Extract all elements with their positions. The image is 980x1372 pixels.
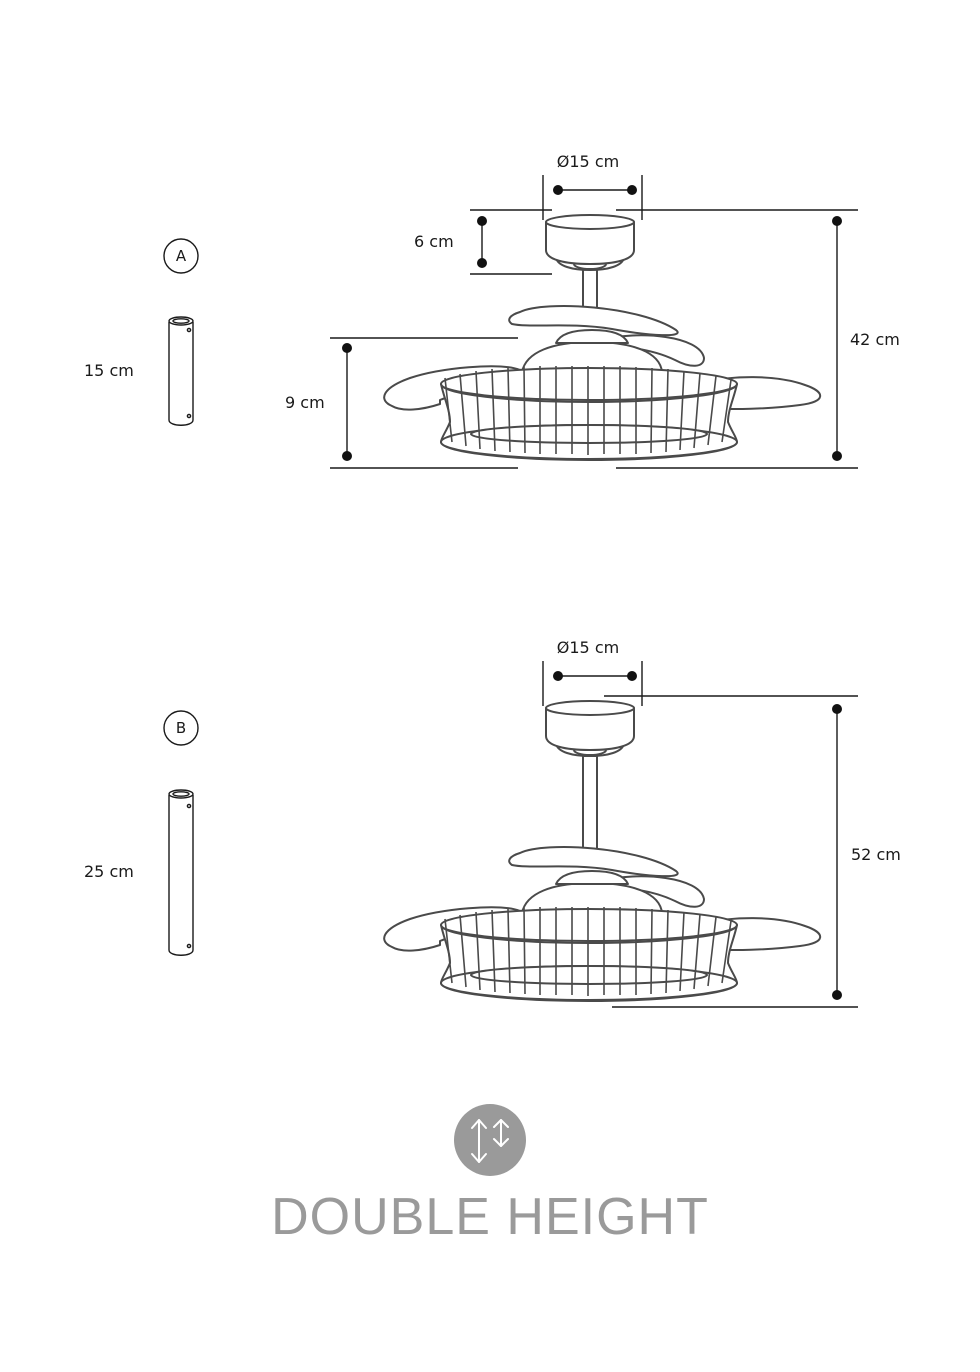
double-height-arrows-icon [454, 1104, 526, 1176]
body-height-a-label: 9 cm [285, 393, 325, 412]
downrod-a [168, 316, 194, 426]
variant-a-letter: A [176, 247, 187, 265]
diameter-b-label: Ø15 cm [557, 638, 619, 657]
canopy-height-dimension-a: 6 cm [414, 209, 552, 275]
double-height-feature: DOUBLE HEIGHT [271, 1104, 709, 1246]
diameter-dimension-b: Ø15 cm [542, 638, 643, 706]
downrod-b [168, 789, 194, 956]
canopy-height-a-label: 6 cm [414, 232, 454, 251]
diameter-a-label: Ø15 cm [557, 152, 619, 171]
variant-b: B 25 cm Ø15 cm [84, 638, 901, 1008]
variant-b-letter: B [176, 719, 186, 737]
variant-a: A 15 cm Ø15 cm [84, 152, 900, 469]
total-height-a-label: 42 cm [850, 330, 900, 349]
total-height-dimension-a: 42 cm [616, 209, 900, 469]
total-height-dimension-b: 52 cm [604, 695, 901, 1008]
fan-drawing-b [383, 700, 822, 1002]
diameter-dimension-a: Ø15 cm [542, 152, 643, 220]
rod-length-b-label: 25 cm [84, 862, 134, 881]
variant-a-badge: A [163, 238, 199, 274]
body-height-dimension-a: 9 cm [285, 337, 518, 469]
variant-b-badge: B [163, 710, 199, 746]
total-height-b-label: 52 cm [851, 845, 901, 864]
double-height-title: DOUBLE HEIGHT [271, 1188, 709, 1246]
rod-length-a-label: 15 cm [84, 361, 134, 380]
